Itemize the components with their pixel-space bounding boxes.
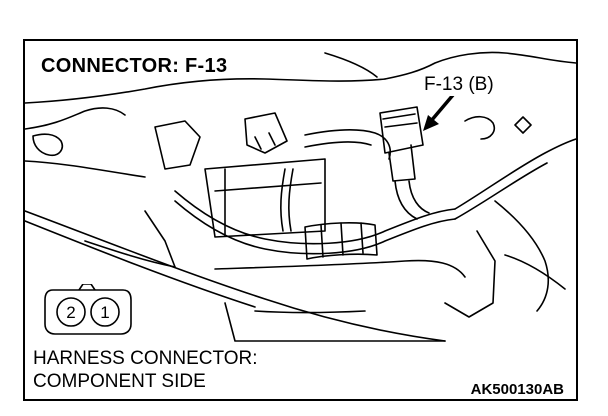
diagram-frame: CONNECTOR: F-13 F-13 (B) 2 1 HARNESS CON…	[23, 39, 578, 401]
connector-pin-2: 2	[66, 303, 75, 322]
caption-component-side: COMPONENT SIDE	[33, 371, 206, 392]
connector-title: CONNECTOR: F-13	[37, 55, 232, 78]
connector-pin-1: 1	[100, 303, 109, 322]
callout-arrow-icon	[423, 93, 455, 131]
engine-bay-illustration	[25, 51, 576, 342]
caption-harness-connector: HARNESS CONNECTOR:	[33, 348, 258, 369]
connector-callout-label: F-13 (B)	[422, 74, 496, 96]
figure-code: AK500130AB	[470, 381, 564, 398]
harness-connector-icon: 2 1	[44, 284, 132, 335]
